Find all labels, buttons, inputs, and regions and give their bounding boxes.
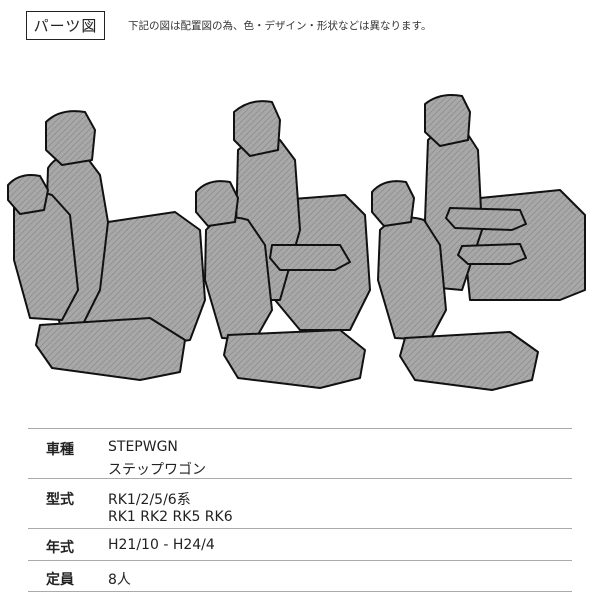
- front-bench-seat: [7, 110, 206, 381]
- spec-label: 年式: [46, 540, 74, 556]
- specs-table: 車種 STEPWGN ステップワゴン 型式 RK1/2/5/6系 RK1 RK2…: [28, 428, 572, 592]
- diagram-disclaimer-note: 下記の図は配置図の為、色・デザイン・形状などは異なります。: [128, 20, 432, 32]
- spec-value: RK1/2/5/6系: [108, 492, 191, 508]
- spec-value: STEPWGN: [108, 439, 178, 455]
- spec-label: 型式: [46, 492, 74, 508]
- spec-value: H21/10 - H24/4: [108, 537, 215, 553]
- spec-row-type: 型式 RK1/2/5/6系 RK1 RK2 RK5 RK6: [28, 478, 572, 528]
- middle-seats: [195, 100, 371, 389]
- spec-value: 8人: [108, 572, 131, 588]
- spec-label: 定員: [46, 572, 74, 588]
- seat-layout-diagram: [7, 94, 586, 391]
- spec-value: RK1 RK2 RK5 RK6: [108, 509, 233, 525]
- rear-seats: [371, 94, 586, 391]
- spec-row-capacity: 定員 8人: [28, 560, 572, 592]
- spec-label: 車種: [46, 442, 74, 458]
- spec-value: ステップワゴン: [108, 462, 206, 478]
- parts-diagram-title: パーツ図: [26, 11, 105, 40]
- spec-row-model: 車種 STEPWGN ステップワゴン: [28, 428, 572, 478]
- spec-row-year: 年式 H21/10 - H24/4: [28, 528, 572, 560]
